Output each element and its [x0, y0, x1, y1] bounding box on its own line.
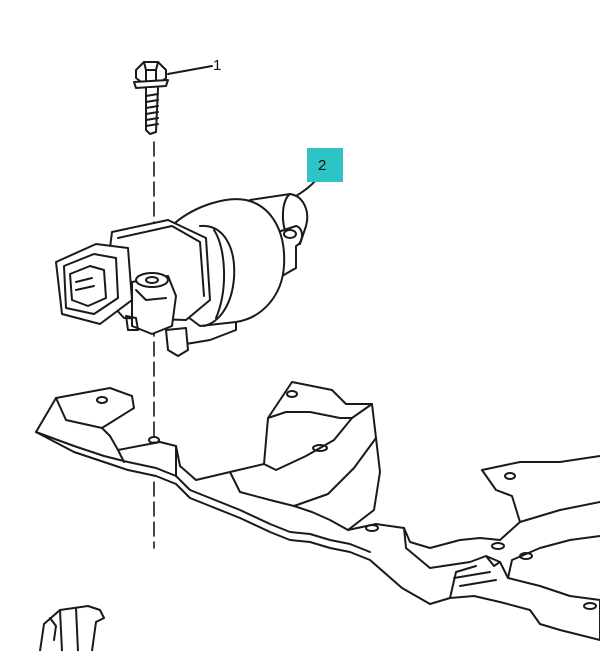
callout-1-leader [167, 65, 213, 75]
connector-icon [39, 605, 105, 651]
callout-label-2: 2 [318, 157, 327, 174]
callout-label-1: 1 [213, 57, 222, 74]
callout-2-highlight [307, 148, 343, 182]
bracket-icon [35, 381, 600, 641]
bolt-icon [133, 61, 169, 135]
sensor-icon [55, 193, 309, 357]
